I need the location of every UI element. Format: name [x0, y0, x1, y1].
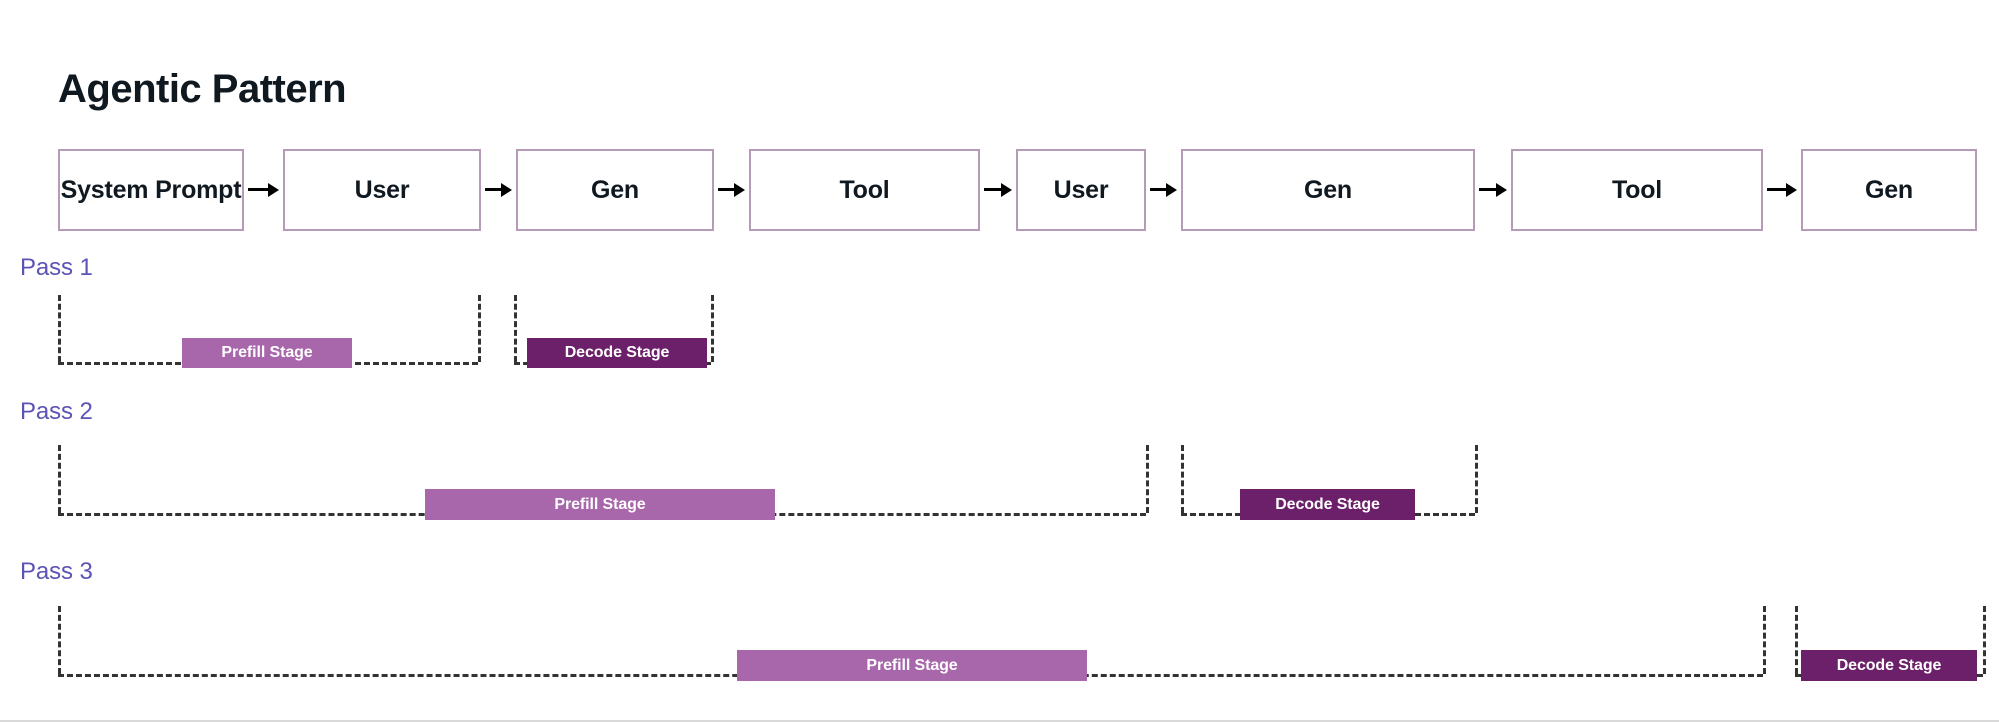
prefill-stage-label: Prefill Stage [221, 344, 313, 361]
pipeline-flow: System Prompt User Gen Tool User Gen Tool Gen [0, 149, 1999, 233]
decode-stage-bar-pass-1[interactable]: Decode Stage [527, 338, 707, 368]
pipeline-arrow-icon-4 [1150, 183, 1177, 197]
bracket-leg-pass-2-decode-left [1181, 445, 1184, 513]
pipeline-arrow-icon-5 [1479, 183, 1507, 197]
prefill-stage-label: Prefill Stage [866, 656, 958, 674]
pipeline-arrow-icon-3 [984, 183, 1012, 197]
bracket-leg-pass-1-decode-left [514, 295, 517, 362]
prefill-stage-bar-pass-1[interactable]: Prefill Stage [182, 338, 352, 368]
bracket-leg-pass-1-decode-right [711, 295, 714, 362]
pipeline-box-label: User [1053, 175, 1109, 204]
pass-label-pass-1: Pass 1 [20, 254, 93, 281]
decode-stage-label: Decode Stage [1275, 495, 1380, 513]
pipeline-box-label: Gen [1864, 175, 1914, 204]
pipeline-box-5[interactable]: Gen [1181, 149, 1475, 231]
decode-stage-bar-pass-3[interactable]: Decode Stage [1801, 650, 1977, 681]
bracket-leg-pass-2-decode-right [1475, 445, 1478, 513]
prefill-stage-label: Prefill Stage [554, 495, 646, 513]
prefill-stage-bar-pass-3[interactable]: Prefill Stage [737, 650, 1087, 681]
pipeline-box-0[interactable]: System Prompt [58, 149, 244, 231]
bracket-leg-pass-3-prefill-left [58, 606, 61, 674]
decode-stage-label: Decode Stage [564, 344, 670, 361]
pass-label-pass-3: Pass 3 [20, 558, 93, 585]
bracket-leg-pass-3-decode-left [1795, 606, 1798, 674]
pipeline-box-label: System Prompt [60, 175, 242, 204]
decode-stage-label: Decode Stage [1836, 656, 1942, 674]
pipeline-box-label: Gen [1303, 175, 1353, 204]
pipeline-box-label: Gen [590, 175, 640, 204]
decode-stage-bar-pass-2[interactable]: Decode Stage [1240, 489, 1415, 520]
pipeline-box-1[interactable]: User [283, 149, 481, 231]
pipeline-box-3[interactable]: Tool [749, 149, 980, 231]
pipeline-box-7[interactable]: Gen [1801, 149, 1977, 231]
pass-label-pass-2: Pass 2 [20, 398, 93, 425]
pipeline-box-label: Tool [1611, 175, 1663, 204]
bracket-leg-pass-1-prefill-left [58, 295, 61, 362]
bracket-leg-pass-3-decode-right [1983, 606, 1986, 674]
pipeline-box-2[interactable]: Gen [516, 149, 714, 231]
page-title: Agentic Pattern [58, 67, 347, 111]
bracket-leg-pass-2-prefill-right [1146, 445, 1149, 513]
pipeline-arrow-icon-0 [248, 183, 279, 197]
bracket-leg-pass-1-prefill-right [478, 295, 481, 362]
bracket-leg-pass-3-prefill-right [1763, 606, 1766, 674]
prefill-stage-bar-pass-2[interactable]: Prefill Stage [425, 489, 775, 520]
pipeline-box-6[interactable]: Tool [1511, 149, 1763, 231]
pipeline-arrow-icon-6 [1767, 183, 1797, 197]
pipeline-box-label: Tool [839, 175, 890, 204]
bottom-divider [0, 720, 1999, 722]
pipeline-box-4[interactable]: User [1016, 149, 1146, 231]
pipeline-arrow-icon-1 [485, 183, 512, 197]
pipeline-box-label: User [354, 175, 410, 204]
bracket-leg-pass-2-prefill-left [58, 445, 61, 513]
pipeline-arrow-icon-2 [718, 183, 745, 197]
